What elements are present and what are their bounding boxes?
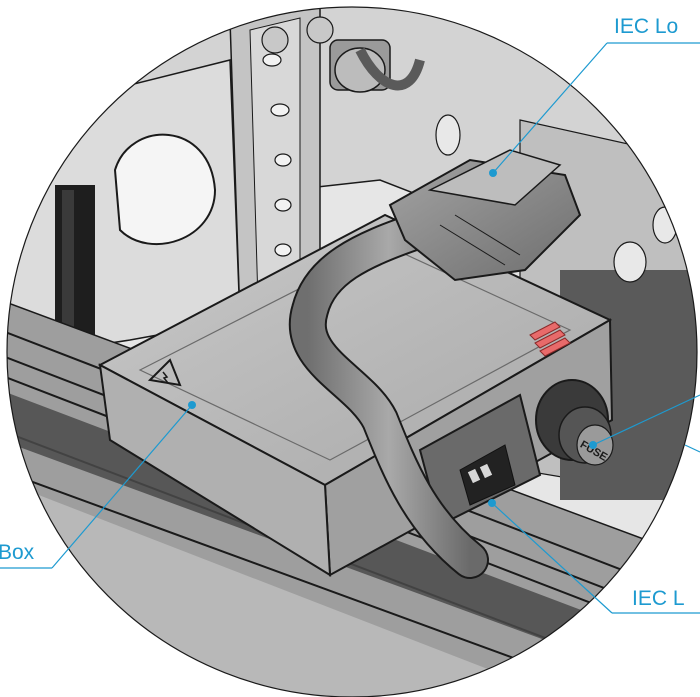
callout-fuse (589, 394, 700, 453)
callout-iec-lock: IEC Lo (489, 15, 700, 177)
vent-strips (529, 321, 571, 357)
callout-box: Box (0, 401, 196, 569)
fuse-holder: FUSE (535, 379, 614, 466)
enclosure-box-left (98, 363, 332, 577)
callout-label-left: Box (0, 541, 35, 564)
callout-label-bottom-right: IEC L (632, 587, 685, 610)
warning-triangle-icon (147, 358, 182, 387)
cable-gland (329, 39, 425, 93)
panel-round-cutout (113, 133, 217, 246)
callout-label-top-right: IEC Lo (614, 15, 678, 38)
callout-iec-inlet: IEC L (488, 499, 700, 614)
view-circle-border (6, 6, 698, 697)
iec-plug (388, 149, 582, 282)
